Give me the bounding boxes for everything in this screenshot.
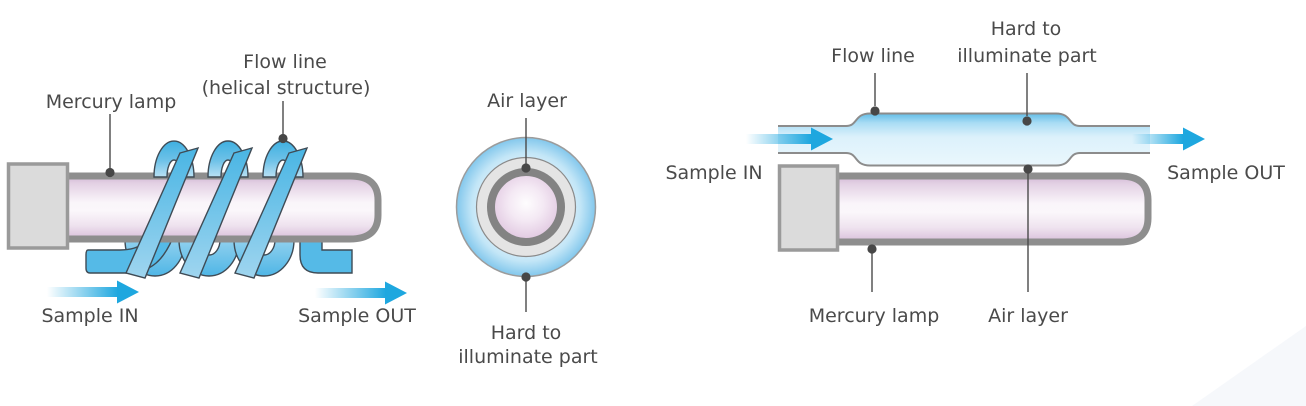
air-layer-pointer-dot (1023, 164, 1033, 174)
flow-channel (778, 113, 1150, 166)
sample-in-label: Sample IN (41, 305, 138, 327)
hard-part-label-line1: Hard to (991, 18, 1062, 40)
sample-out-arrow-shaft (1132, 134, 1183, 144)
mercury-lamp-label: Mercury lamp (46, 91, 177, 113)
flow-line-pointer-dot (278, 133, 288, 144)
flow-exit-stub (299, 235, 353, 274)
sample-out-arrow-shaft (315, 288, 386, 298)
helical-flow-unit: Mercury lamp Flow line (helical structur… (6, 51, 416, 327)
sample-in-arrow-shaft (746, 134, 811, 144)
sample-in-arrow-shaft (47, 287, 118, 297)
helix-front-band (234, 146, 309, 279)
sample-in-label: Sample IN (665, 162, 762, 184)
sample-in-arrow-head (117, 280, 139, 304)
sample-out-label: Sample OUT (1167, 162, 1285, 184)
helix-front-band (179, 146, 254, 279)
lamp-glass-wall (487, 168, 565, 246)
flow-line-label: Flow line (243, 51, 327, 73)
mercury-lamp-label: Mercury lamp (809, 305, 940, 327)
mercury-lamp-tube (832, 172, 1152, 246)
hard-part-pointer-dot (1022, 116, 1032, 126)
hard-part-pointer-dot (521, 272, 531, 282)
flow-line-pointer-dot (870, 106, 880, 116)
flow-channel-top-edge (778, 112, 1150, 127)
air-layer-label: Air layer (487, 90, 567, 112)
sample-out-label: Sample OUT (298, 305, 416, 327)
mercury-lamp-pointer-dot (867, 244, 877, 254)
flow-channel-bottom-edge (778, 152, 1150, 167)
sample-in-arrow-head (811, 127, 833, 151)
cross-section: Air layer Hard to illuminate part (455, 90, 598, 368)
lamp-end-cap (777, 164, 840, 252)
sample-out-arrow-head (1183, 127, 1205, 151)
air-layer-label: Air layer (988, 305, 1068, 327)
mercury-lamp-pointer-dot (105, 167, 115, 178)
helix-front-band (125, 146, 200, 279)
corner-watermark (1192, 326, 1306, 406)
air-layer-pointer-dot (521, 163, 531, 173)
hard-part-label-line2: illuminate part (957, 45, 1097, 67)
hard-part-label-line1: Hard to (491, 322, 562, 344)
hard-part-label-line2: illuminate part (458, 346, 598, 368)
straight-flow-unit: Flow line Hard to illuminate part Sample… (665, 18, 1285, 327)
lamp-end-cap (6, 162, 70, 250)
sample-out-arrow-head (385, 281, 407, 305)
flow-line-sublabel: (helical structure) (202, 77, 371, 99)
flow-line-label: Flow line (831, 45, 915, 67)
